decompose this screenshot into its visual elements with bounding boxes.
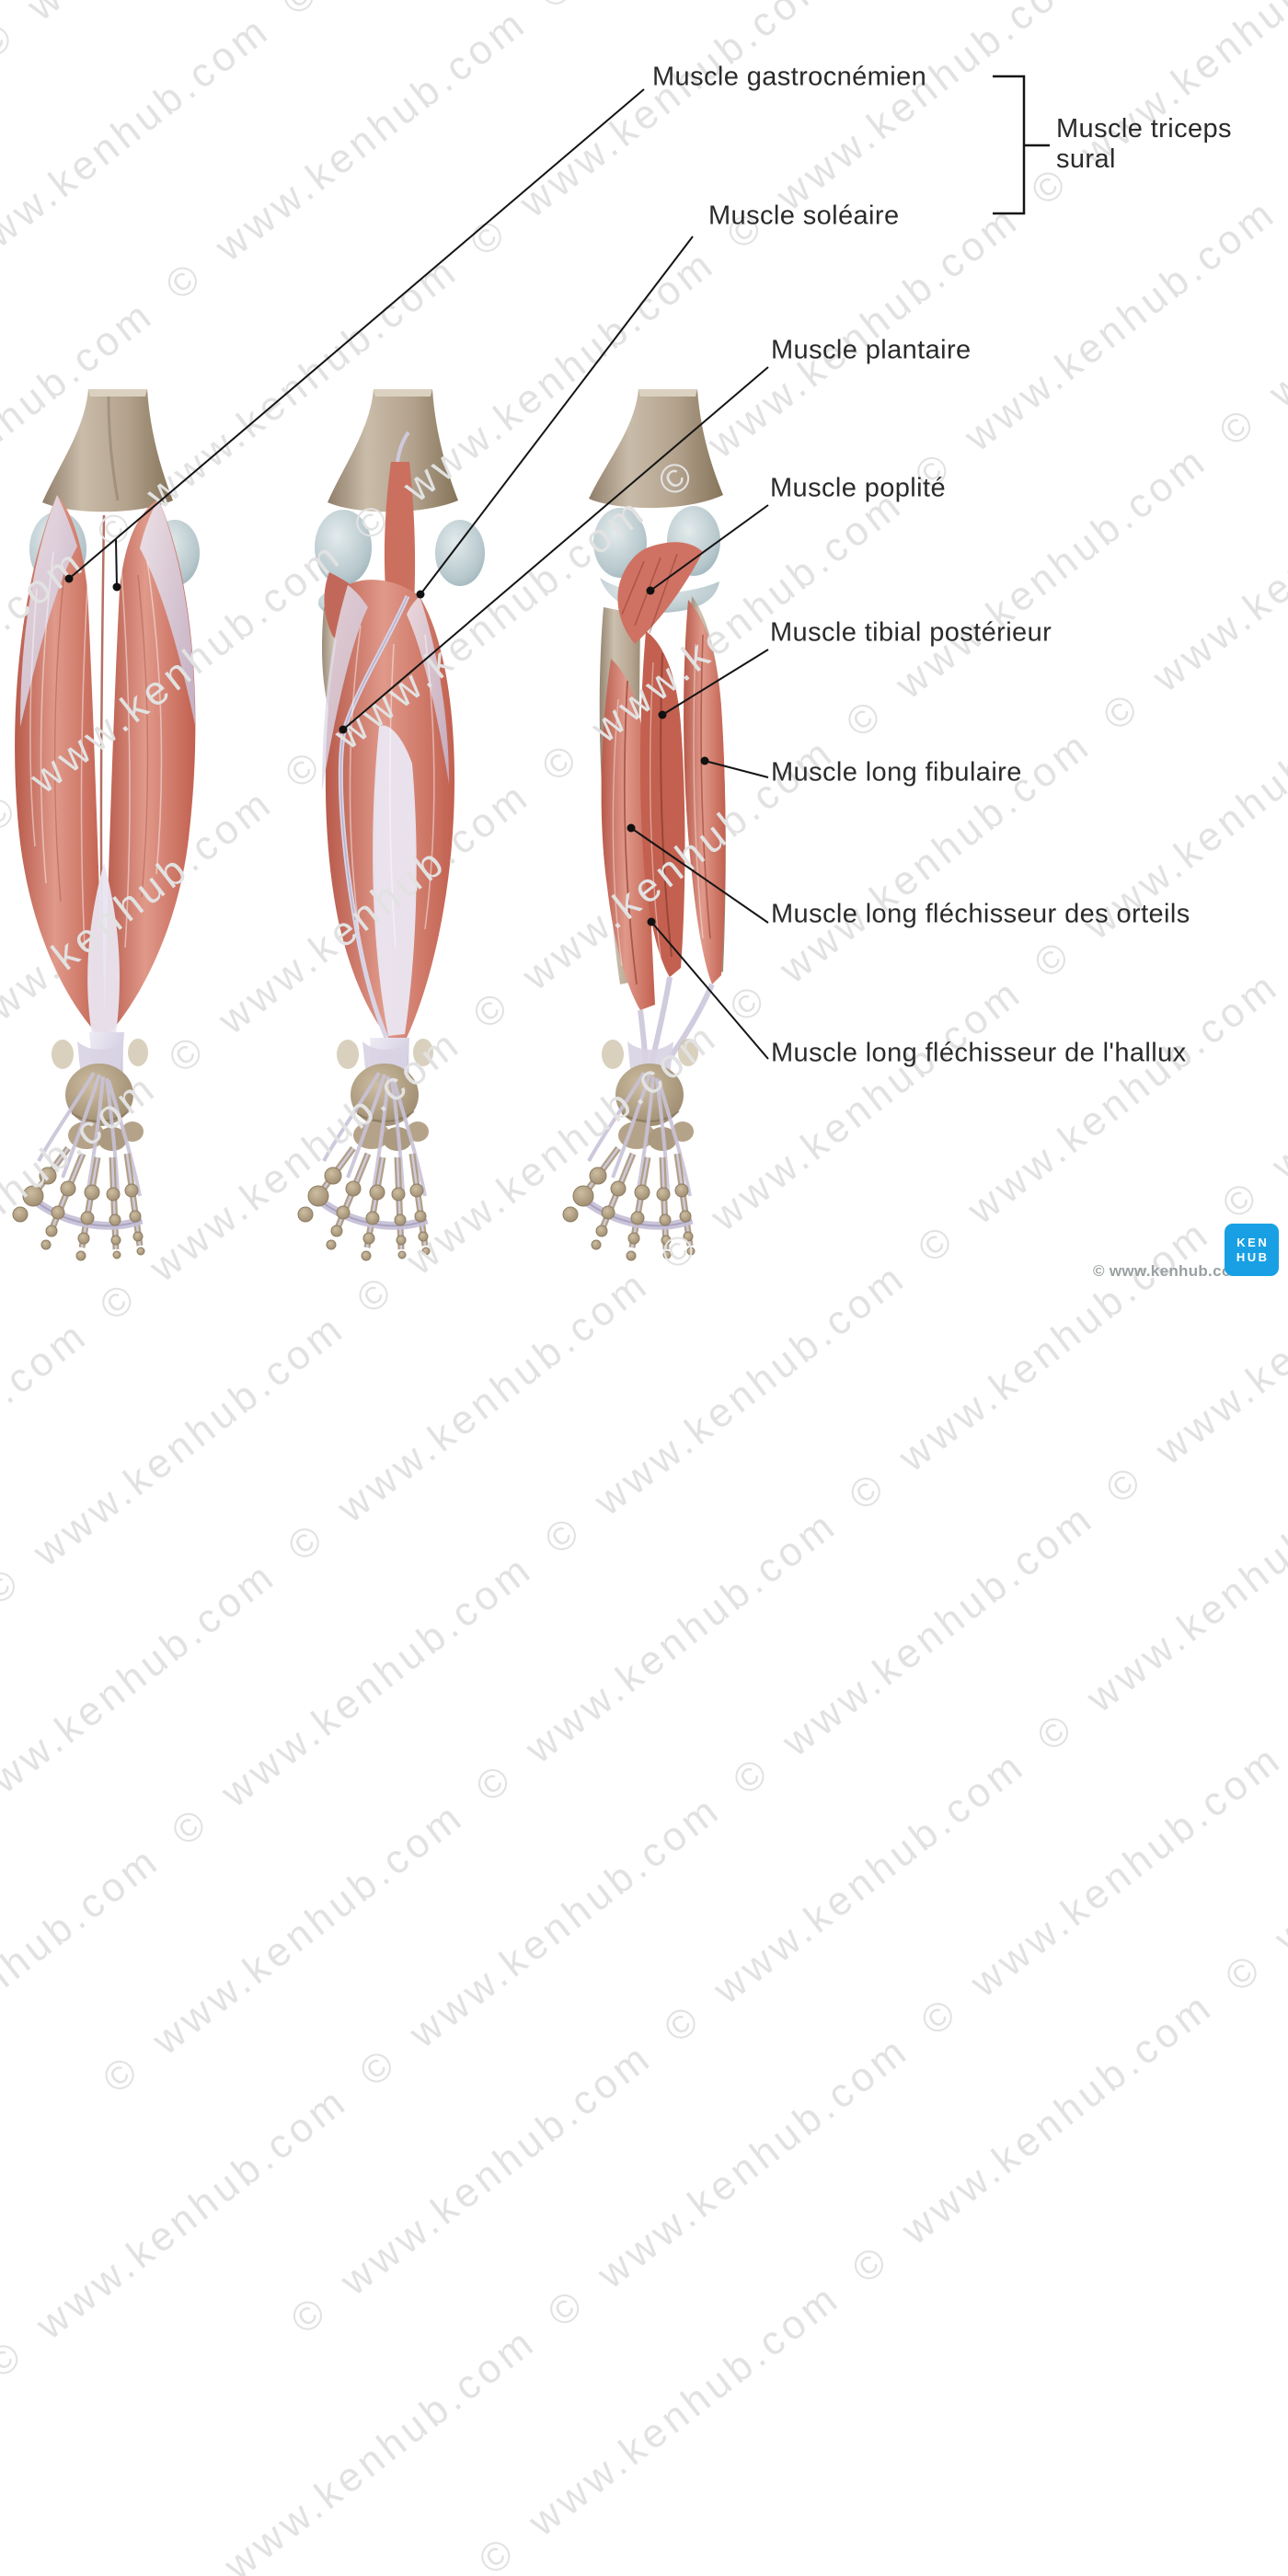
label-muscle-gastrocnemien: Muscle gastrocnémien (652, 62, 927, 92)
label-muscle-soleaire: Muscle soléaire (708, 201, 900, 231)
leader-line-gastrocnemien (68, 88, 645, 580)
leader-line-flechisseur-hallux (650, 921, 769, 1060)
leader-dot-gastrocnemien-medial (64, 574, 74, 583)
leader-dot-soleaire (416, 590, 425, 599)
label-muscle-long-fibulaire: Muscle long fibulaire (771, 757, 1022, 788)
triceps-sural-bracket (993, 75, 1050, 215)
leader-line-gastrocnemien-branch (115, 538, 118, 588)
leader-line-tibial-posterieur (661, 649, 769, 716)
kenhub-logo[interactable]: KEN HUB (1225, 1224, 1279, 1276)
annotation-overlay (64, 75, 1050, 1060)
kenhub-logo-line1: KEN (1236, 1235, 1270, 1249)
leader-dot-flechisseur-orteils (627, 823, 636, 833)
label-muscle-long-flechisseur-hallux: Muscle long fléchisseur de l'hallux (771, 1038, 1187, 1068)
leg-soleus-plantaris (298, 389, 485, 1260)
leader-dot-tibial-posterieur (658, 710, 667, 719)
label-muscle-long-flechisseur-orteils: Muscle long fléchisseur des orteils (771, 899, 1190, 929)
label-muscle-tibial-posterieur: Muscle tibial postérieur (770, 617, 1052, 648)
leader-line-flechisseur-orteils (630, 827, 769, 924)
leader-line-long-fibulaire (704, 760, 769, 778)
label-muscle-triceps-sural: Muscle triceps sural (1056, 114, 1232, 174)
leader-line-soleaire (420, 236, 694, 595)
leader-line-poplite (650, 504, 769, 592)
leader-line-plantaire (342, 366, 769, 730)
leg-superficial-gastrocnemius (13, 389, 200, 1260)
label-muscle-poplite: Muscle poplité (770, 473, 946, 503)
leader-dot-poplite (646, 586, 655, 595)
leader-dot-long-fibulaire (700, 756, 709, 765)
leader-dot-gastrocnemien-lateral (112, 582, 121, 592)
copyright-text: © www.kenhub.com (1093, 1262, 1246, 1280)
leg-illustrations (0, 389, 726, 1288)
leader-dot-plantaire (339, 725, 348, 734)
kenhub-logo-line2: HUB (1236, 1249, 1270, 1264)
label-muscle-plantaire: Muscle plantaire (771, 335, 972, 365)
leader-dot-flechisseur-hallux (647, 917, 656, 926)
